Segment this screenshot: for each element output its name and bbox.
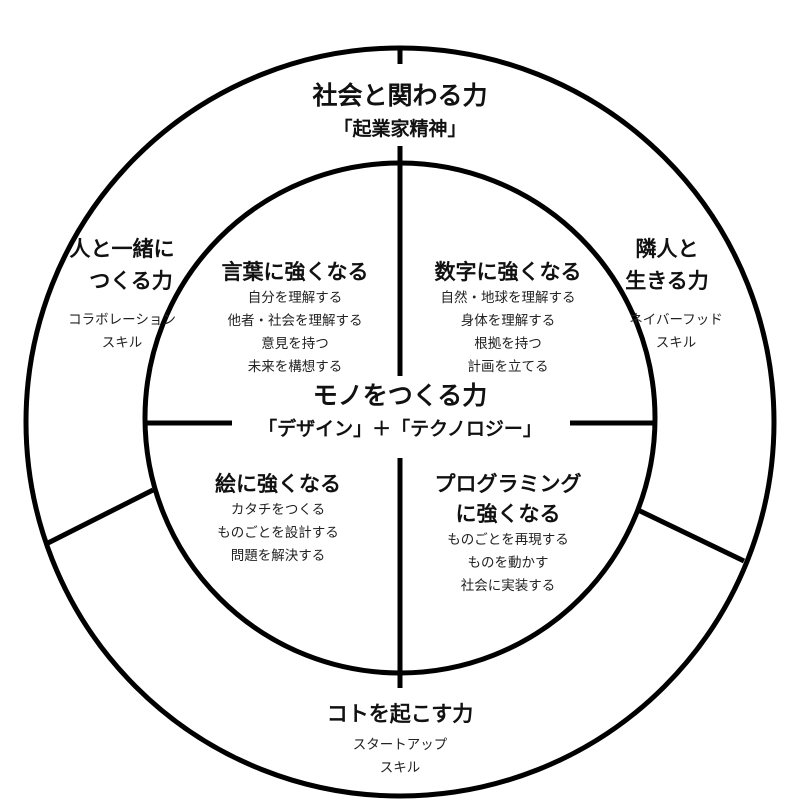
quadrant-numbers: 数字に強くなる 自然・地球を理解する 身体を理解する 根拠を持つ 計画を立てる: [435, 257, 582, 379]
top-title: 社会と関わる力: [312, 81, 488, 110]
left-title-2: つくる力: [89, 269, 173, 293]
quadrant-item: 自分を理解する: [247, 290, 343, 306]
bottom-section: コトを起こす力 スタートアップ スキル: [327, 698, 474, 780]
quadrant-item: ものごとを設計する: [217, 525, 339, 541]
bottom-sub-2: スキル: [379, 760, 421, 776]
quadrant-drawing: 絵に強くなる カタチをつくる ものごとを設計する 問題を解決する: [215, 469, 341, 568]
right-sub-1: ネイバーフッド: [629, 312, 723, 328]
quadrant-title: 言葉に強くなる: [221, 260, 369, 284]
center-title: モノをつくる力: [312, 381, 488, 410]
quadrant-item: 意見を持つ: [261, 336, 329, 352]
quadrant-title-2: に強くなる: [455, 502, 561, 526]
quadrant-words: 言葉に強くなる 自分を理解する 他者・社会を理解する 意見を持つ 未来を構想する: [222, 257, 369, 379]
quadrant-item: 計画を立てる: [467, 359, 549, 375]
quadrant-item: 根拠を持つ: [474, 336, 542, 352]
quadrant-title-1: プログラミング: [434, 472, 582, 496]
right-section: 隣人と 生きる力 ネイバーフッド スキル: [625, 233, 723, 355]
right-title-1: 隣人と: [635, 237, 699, 261]
left-bottom-divider: [46, 487, 155, 546]
quadrant-item: 他者・社会を理解する: [227, 313, 363, 329]
quadrant-item: 自然・地球を理解する: [440, 290, 576, 306]
right-bottom-divider: [636, 507, 746, 564]
top-section: 社会と関わる力 「起業家精神」: [312, 80, 487, 142]
quadrant-programming: プログラミング に強くなる ものごとを再現する ものを動かす 社会に実装する: [435, 469, 582, 598]
left-sub-1: コラボレーション: [68, 312, 176, 328]
left-section: 人と一緒に つくる力 コラボレーション スキル: [68, 233, 176, 355]
quadrant-title: 絵に強くなる: [215, 472, 341, 496]
right-sub-2: スキル: [655, 335, 697, 351]
top-subtitle: 「起業家精神」: [333, 118, 467, 140]
bottom-sub-1: スタートアップ: [352, 737, 448, 753]
quadrant-title: 数字に強くなる: [434, 260, 582, 284]
quadrant-item: 未来を構想する: [247, 359, 343, 375]
center-subtitle: 「デザイン」＋「テクノロジー」: [258, 418, 542, 440]
quadrant-item: ものを動かす: [467, 555, 549, 571]
left-title-1: 人と一緒に: [69, 237, 175, 261]
center-section: モノをつくる力 「デザイン」＋「テクノロジー」: [258, 380, 542, 442]
quadrant-item: 社会に実装する: [460, 578, 556, 594]
quadrant-item: 問題を解決する: [230, 548, 326, 564]
quadrant-item: 身体を理解する: [460, 313, 556, 329]
quadrant-item: カタチをつくる: [230, 502, 326, 518]
quadrant-item: ものごとを再現する: [447, 532, 569, 548]
left-sub-2: スキル: [101, 335, 143, 351]
bottom-title: コトを起こす力: [326, 702, 474, 726]
right-title-2: 生きる力: [625, 269, 709, 293]
